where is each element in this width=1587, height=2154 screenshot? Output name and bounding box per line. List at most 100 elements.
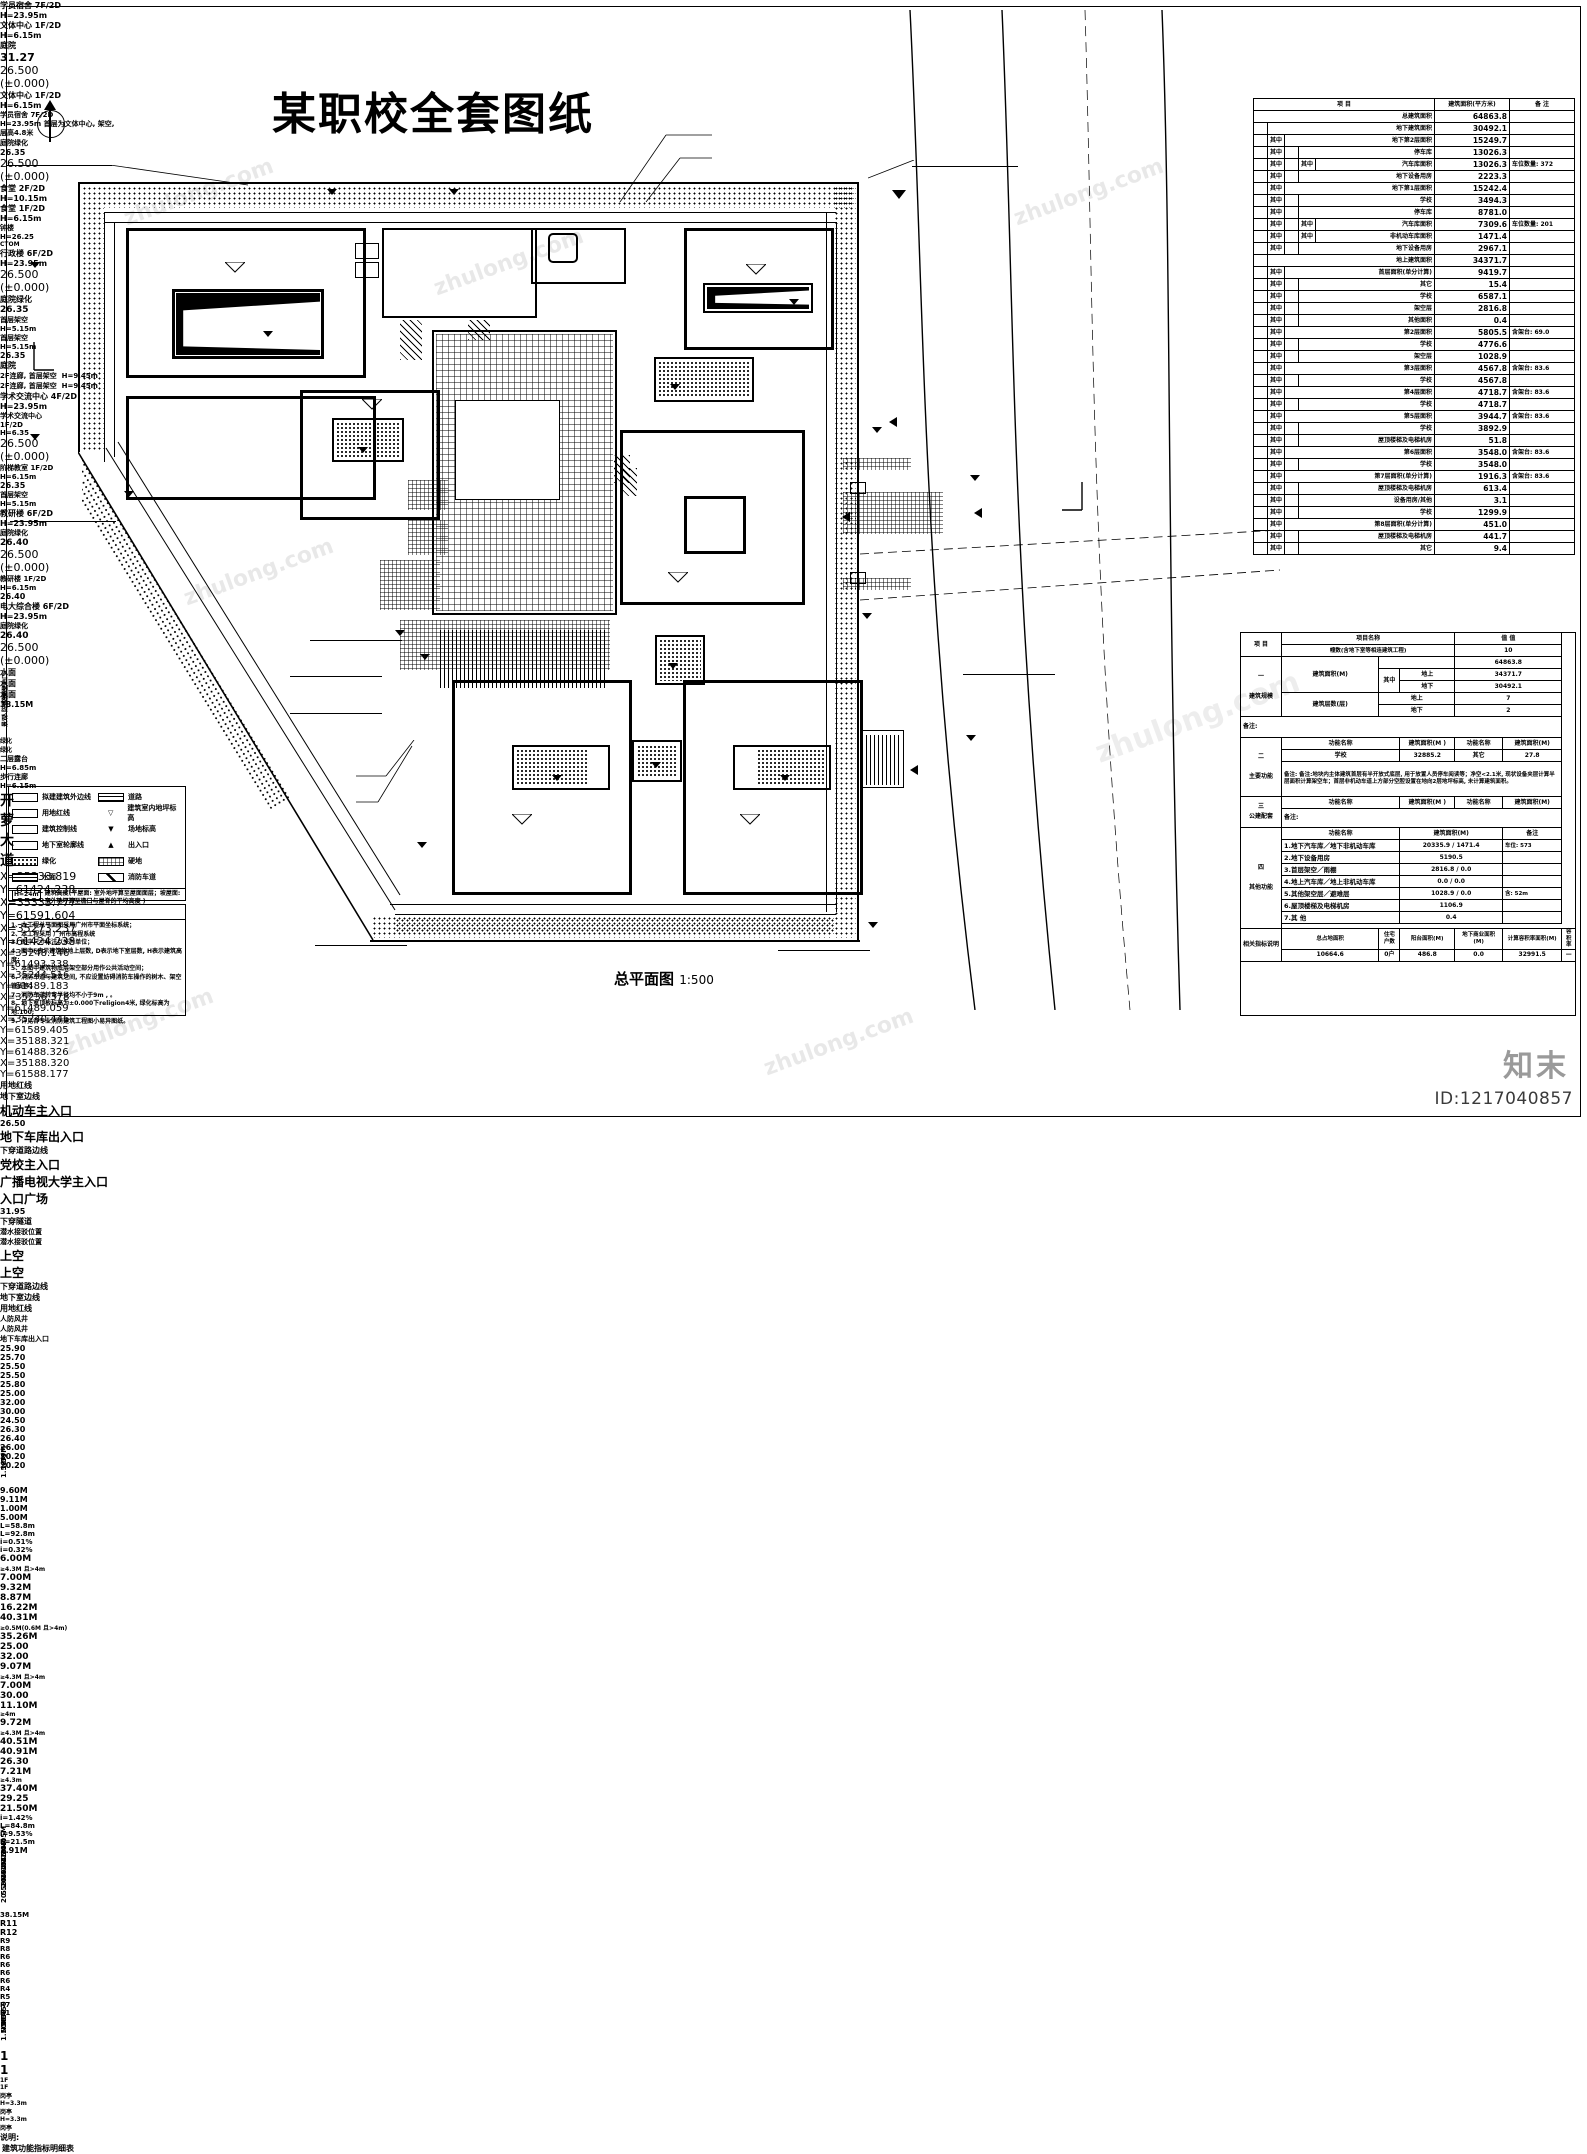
area-row-label: 第4层面积 (1284, 386, 1435, 399)
datum-6-rel: (±0.000) (0, 654, 50, 668)
idx-col-value: 值 值 (1454, 632, 1563, 645)
elev-2550: 25.50 (0, 1362, 26, 1372)
elev-marker-3000 (966, 735, 976, 741)
area-indent: 其中 (1266, 398, 1286, 411)
idx-floors-dn-label: 地下 (1378, 704, 1456, 717)
label-bell-tower-name: 钟楼 (0, 224, 14, 233)
area-indent (1253, 242, 1268, 255)
label-canteen-2f-height: H=10.15m (0, 194, 48, 204)
label-courtyard-1: 庭院 (0, 41, 16, 50)
plaza-hatch-e (614, 455, 630, 483)
idx-sec4-c3: 备注 (1501, 827, 1563, 840)
dim-i953: i=9.53% (0, 1830, 33, 1839)
coord-1-y: Y=61424.238 (0, 883, 76, 897)
idx-metric-head: 住宅户数 (1378, 928, 1401, 950)
label-dormitory-name: 学员宿舍 7F/2D (0, 1, 61, 10)
elev-marker-2550b (420, 654, 430, 660)
area-row-remark (1509, 434, 1575, 447)
idx-sec4-row-value: 1106.9 (1399, 899, 1503, 912)
area-indent (1253, 146, 1268, 159)
coord-3-y: Y=61424.238 (0, 935, 76, 949)
idx-sec4-row-value: 0.0 / 0.0 (1399, 875, 1503, 888)
elev-2640-bottom: 26.40 (0, 1434, 26, 1444)
datum-4-symbol (667, 569, 728, 588)
dim-100: 1.00M (0, 1504, 28, 1514)
dim-R9: R9 (0, 1937, 11, 1946)
fire-lane-top (104, 212, 836, 213)
fire-lane-left (104, 212, 105, 462)
idx-sec1: 一建筑规模 (1239, 656, 1283, 717)
legend-content: 拟建建筑外边线 用地红线 建筑控制线 地下室轮廓线 绿化 水面 (12, 789, 182, 885)
label-corridor-2: 2F连廊, 首层架空 H=9.45m (0, 382, 98, 391)
dim-marker-a (327, 189, 337, 195)
building-academic-center (620, 430, 805, 605)
kiosk-label-c: 岗亭 (0, 2125, 13, 2133)
legend-label-4: 绿化 (42, 857, 56, 865)
coord-9-y: Y=61588.177 (0, 1069, 69, 1081)
area-indent (1284, 242, 1300, 255)
legend-label-1: 用地红线 (42, 809, 70, 817)
label-research-1f-height: H=6.15m (0, 584, 37, 593)
paving-left-1 (380, 560, 440, 610)
area-indent (1284, 530, 1300, 543)
area-row-value: 64863.8 (1434, 110, 1510, 123)
datum-3-symbol (745, 261, 808, 280)
legend-item-8: ▼ 场地标高 (98, 821, 182, 837)
area-indent (1284, 218, 1300, 231)
area-row-remark: 含架台: 83.6 (1509, 470, 1575, 483)
dim-2020-a: 20.20 (0, 1452, 26, 1462)
label-ctom: CTOM (0, 241, 20, 249)
elev-middle-green: 26.35 (0, 351, 26, 361)
redline-leaders-top (600, 130, 720, 209)
bottom-lane-dots (395, 918, 835, 932)
legend-item-0: 拟建建筑外边线 (12, 789, 98, 805)
dim-L588: L=58.8m (0, 1522, 35, 1531)
dim-i142: i=1.42% (0, 1814, 33, 1823)
dim-932: 9.32M (0, 1583, 32, 1594)
dim-887: 8.87M (0, 1593, 32, 1604)
legend-water-icon (12, 872, 38, 882)
area-row-label: 第3层面积 (1284, 362, 1435, 375)
area-indent (1253, 422, 1268, 435)
coord-2-underline (912, 166, 1018, 167)
idx-sec4-row-remark: 车位: 573 (1501, 839, 1563, 852)
area-row-value: 30492.1 (1434, 122, 1510, 135)
area-row-value: 34371.7 (1434, 254, 1510, 267)
section-mark-right (1060, 480, 1086, 518)
area-indent (1253, 326, 1268, 339)
area-indent (1284, 482, 1300, 495)
street-char-da: 大 (0, 833, 14, 850)
dim-2925: 29.25 (0, 1794, 29, 1805)
dim-700: 7.00M (0, 1573, 32, 1584)
area-row-value: 51.8 (1434, 434, 1510, 447)
label-underpass-edge-2: 下穿道路边线 (0, 1282, 48, 1292)
area-row-label: 架空层 (1298, 302, 1435, 315)
idx-floors-label: 建筑层数(层) (1281, 692, 1380, 717)
idx-sec4-row-name: 1.地下汽车库／地下非机动车库 (1281, 839, 1401, 852)
area-row-remark (1509, 146, 1575, 159)
building-canteen-2f (382, 228, 537, 318)
fire-lane-bottom2 (395, 914, 836, 915)
dim-R8: R8 (0, 1945, 11, 1954)
area-row-value: 15249.7 (1434, 134, 1510, 147)
area-indent: 其中 (1266, 350, 1286, 363)
area-indent: 其中 (1266, 158, 1286, 171)
label-tvu-green: 庭院绿化 (0, 622, 28, 631)
legend-item-2: 建筑控制线 (12, 821, 98, 837)
datum-2-value: 26.500 (0, 157, 39, 171)
idx-area-total-l (1378, 656, 1456, 669)
dim-972: 9.72M (0, 1718, 32, 1729)
area-row-label: 学校 (1298, 338, 1435, 351)
legend-road-icon (98, 792, 124, 802)
notes-list: 1、本工程总平面图采用广州市平面坐标系统； 2、本工程采用 广州市高程系统 3、… (11, 922, 183, 1026)
label-motor-entrance: 机动车主入口 (0, 1104, 73, 1119)
